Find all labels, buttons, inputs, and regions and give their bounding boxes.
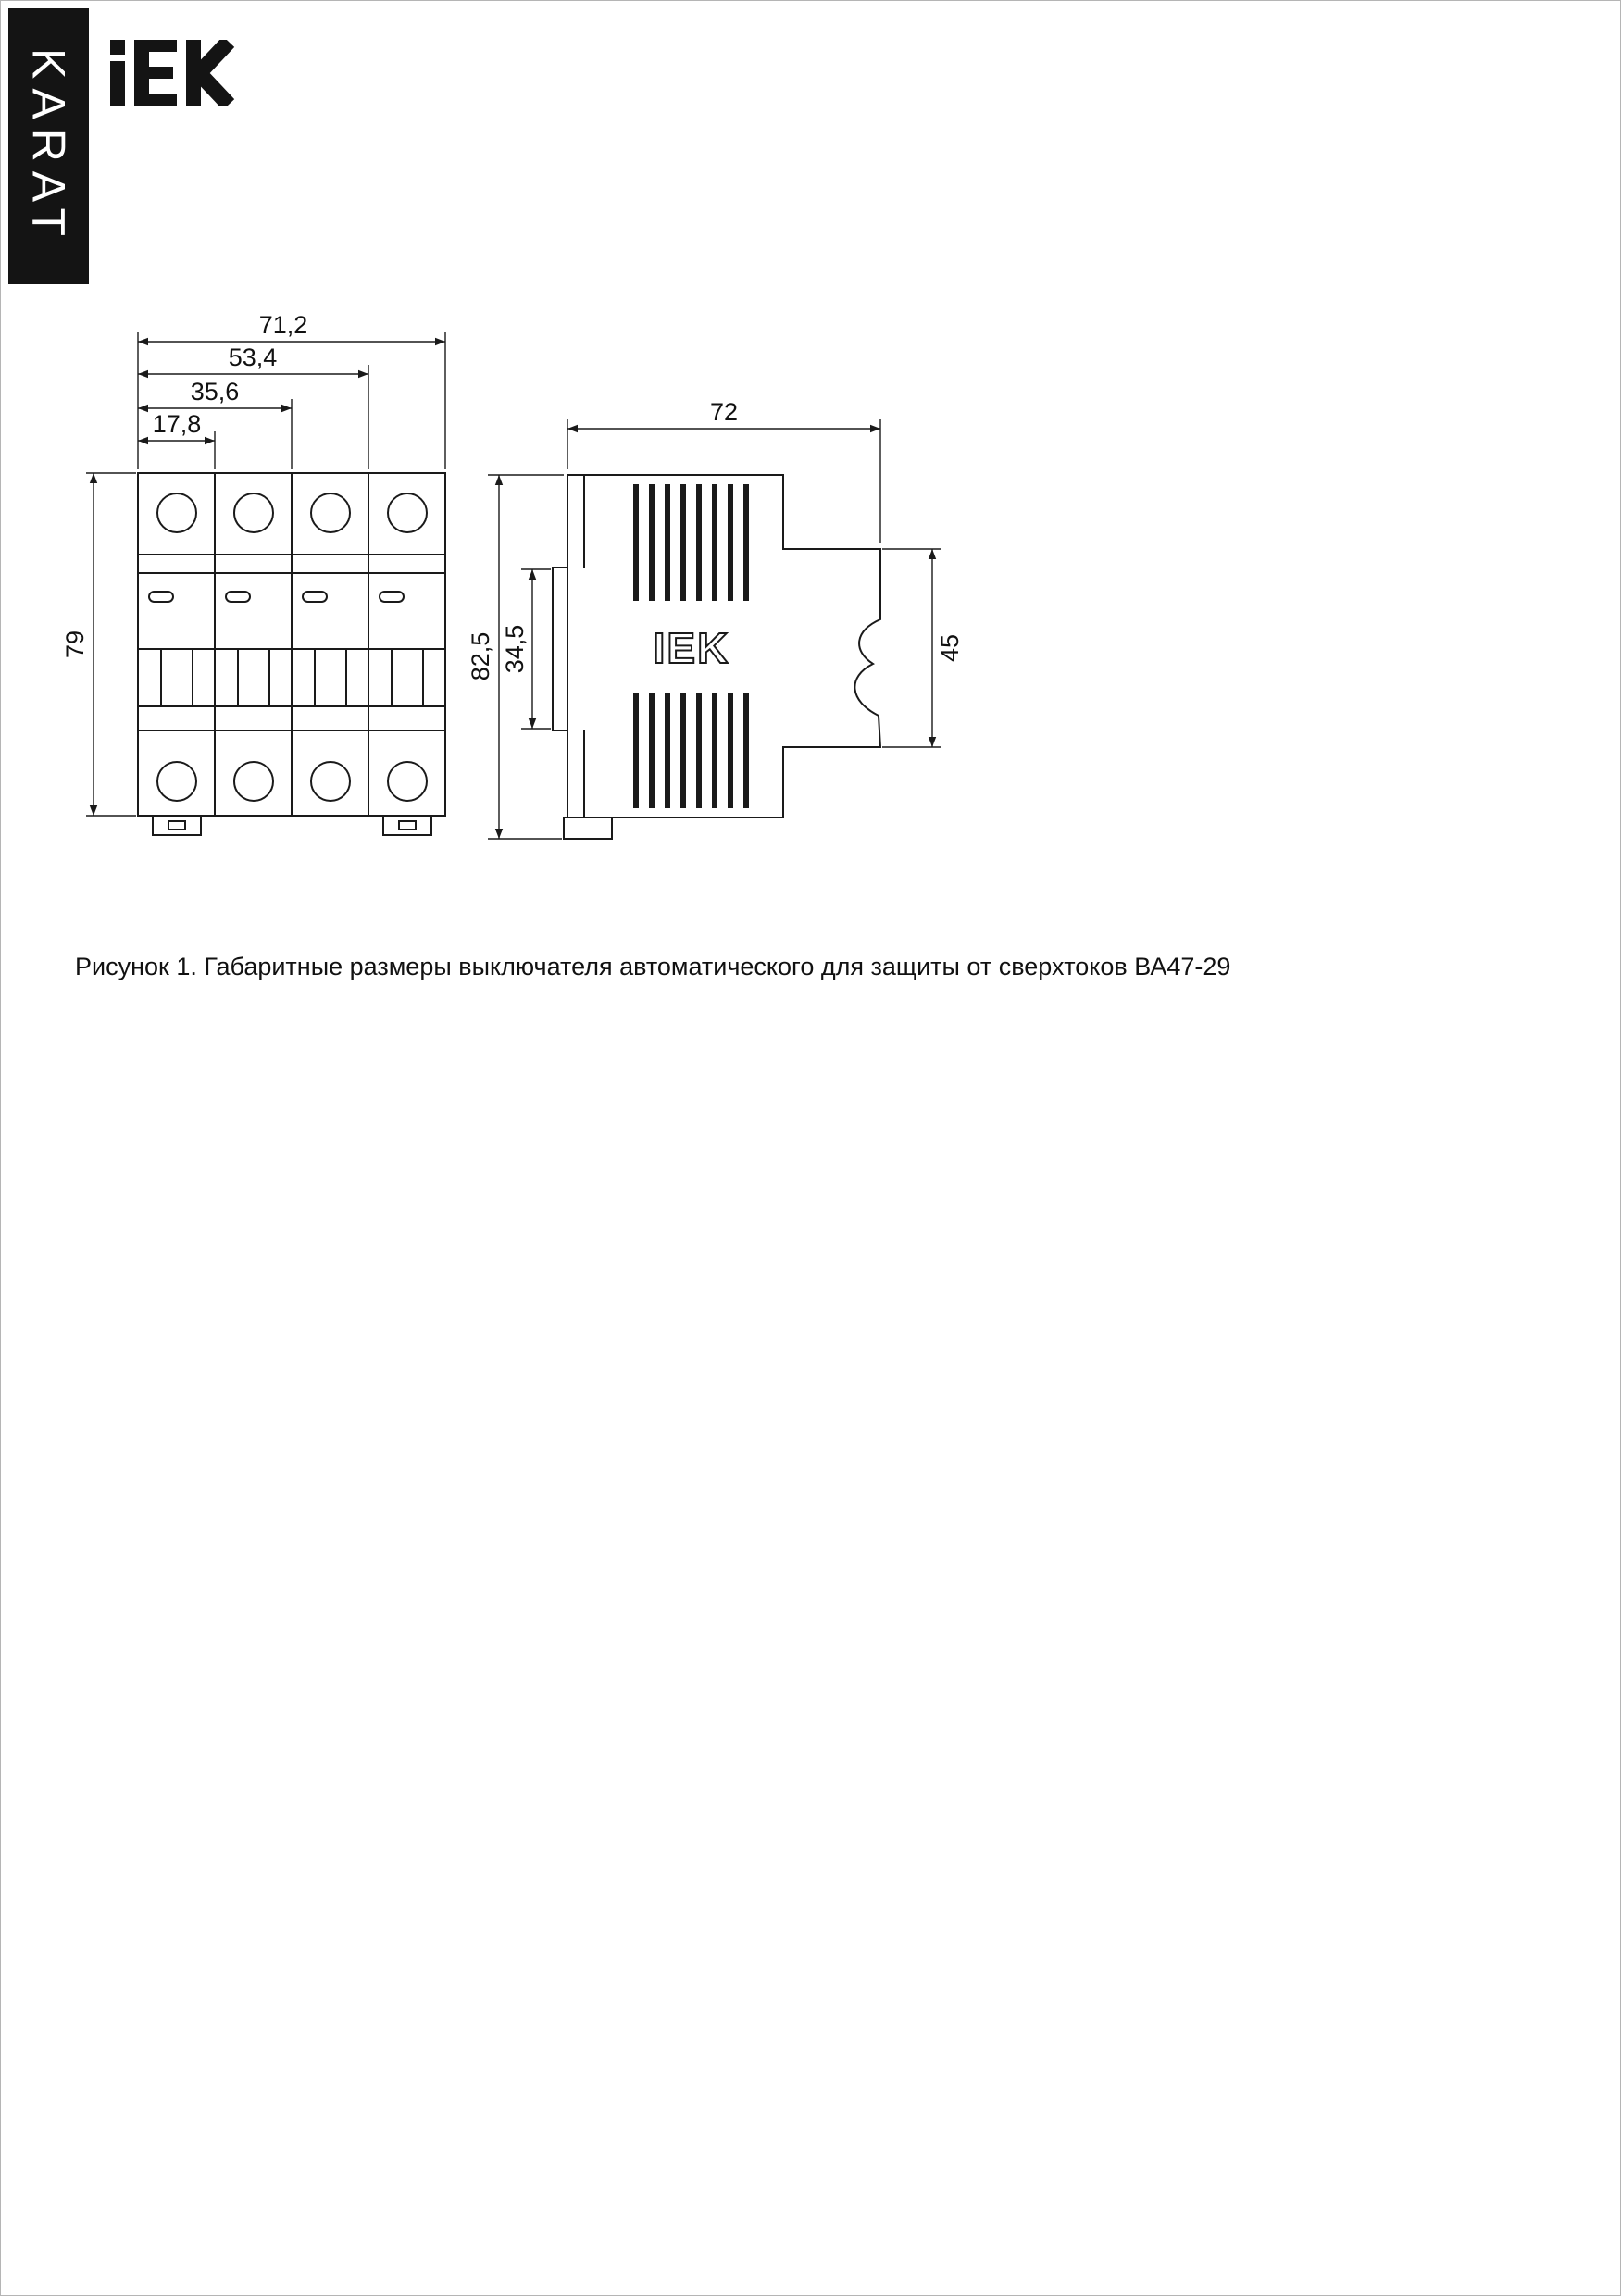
- dim-label-one-module: 17,8: [153, 410, 202, 438]
- dim-label-three-modules: 53,4: [229, 343, 278, 371]
- toggle-handle: [314, 648, 347, 707]
- dim-label-total-height: 82,5: [467, 632, 494, 681]
- dim-depth: 72: [567, 398, 881, 543]
- terminal-screw-bottom: [310, 761, 351, 802]
- dim-label-front-panel-height: 34,5: [501, 625, 529, 674]
- terminal-screw-top: [233, 493, 274, 533]
- din-clip: [382, 815, 432, 836]
- front-view-dimensions: 71,2 53,4 35,6 17,8: [61, 311, 446, 817]
- side-view-dimensions: 72 82,5 34,5: [467, 398, 964, 840]
- front-view: 71,2 53,4 35,6 17,8: [61, 311, 446, 836]
- dim-front-panel-height: 34,5: [501, 568, 551, 730]
- dim-total-width: 71,2: [138, 311, 445, 346]
- terminal-screw-top: [310, 493, 351, 533]
- marking-slot: [302, 591, 328, 603]
- dim-label-two-modules: 35,6: [191, 378, 240, 406]
- dim-one-module: 17,8: [138, 410, 215, 445]
- dimension-drawing: 71,2 53,4 35,6 17,8: [61, 311, 964, 840]
- terminal-screw-top: [387, 493, 428, 533]
- toggle-handle: [391, 648, 424, 707]
- dim-label-front-height: 79: [61, 630, 89, 658]
- din-clip-notch: [398, 820, 417, 830]
- marking-slot: [148, 591, 174, 603]
- front-panel-edge: [552, 567, 568, 731]
- front-view-body: [137, 472, 446, 836]
- side-view: IEK 72 82,5: [467, 398, 964, 840]
- brand-vertical-text: KARAT: [22, 47, 75, 245]
- marking-slot: [225, 591, 251, 603]
- side-view-body: IEK: [552, 474, 882, 840]
- iek-logo-glyphs: [110, 40, 235, 106]
- dim-front-height: 79: [61, 472, 136, 817]
- dim-two-modules: 35,6: [138, 378, 292, 413]
- dim-total-height: 82,5: [467, 474, 564, 840]
- din-clip-notch: [168, 820, 186, 830]
- marking-slot: [379, 591, 405, 603]
- dim-label-rear-height: 45: [936, 634, 964, 662]
- din-clip: [152, 815, 202, 836]
- dim-label-total-width: 71,2: [259, 311, 308, 339]
- toggle-handle: [160, 648, 193, 707]
- figure-caption: Рисунок 1. Габаритные размеры выключател…: [75, 953, 1231, 980]
- terminal-screw-bottom: [387, 761, 428, 802]
- iek-logo: IEK: [110, 40, 235, 106]
- terminal-screw-bottom: [156, 761, 197, 802]
- side-view-logo-text: IEK: [654, 624, 730, 672]
- bottom-foot: [563, 817, 613, 840]
- dim-label-depth: 72: [710, 398, 738, 426]
- toggle-handle: [237, 648, 270, 707]
- terminal-screw-bottom: [233, 761, 274, 802]
- dim-three-modules: 53,4: [138, 343, 368, 379]
- terminal-screw-top: [156, 493, 197, 533]
- brand-banner: KARAT: [8, 8, 89, 284]
- dim-rear-height: 45: [882, 548, 964, 748]
